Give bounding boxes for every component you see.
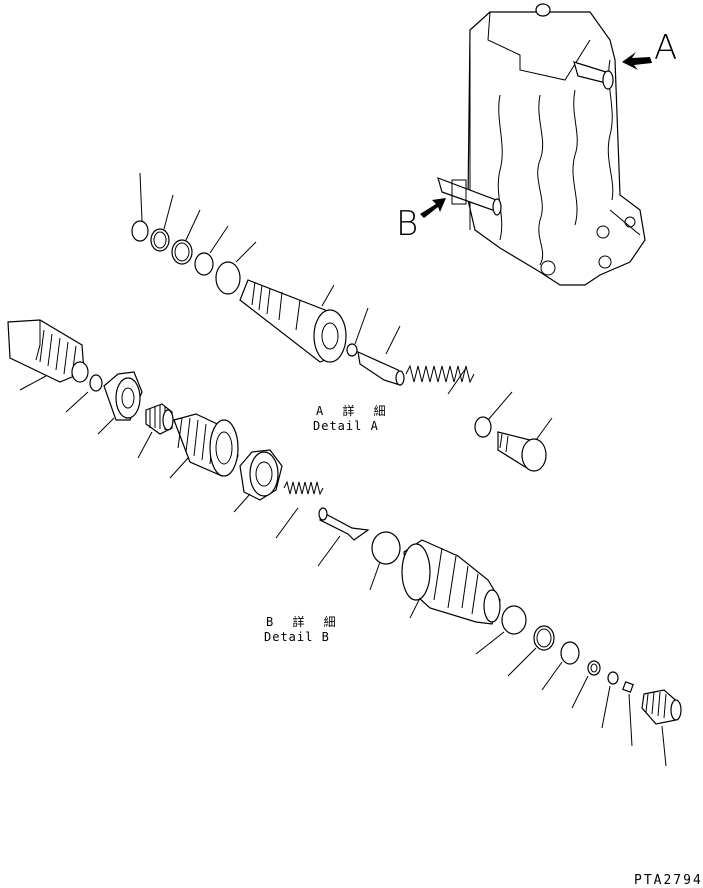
o-ring-b5 — [560, 641, 580, 665]
o-ring-b3 — [501, 605, 527, 635]
backup-ring-b6 — [587, 660, 601, 676]
o-ring-a6 — [346, 343, 358, 357]
callout-a: A — [654, 28, 678, 68]
valve-body-b — [7, 319, 89, 383]
o-ring-b7 — [607, 671, 619, 685]
o-ring-a7 — [474, 416, 492, 438]
detail-a-japanese-label: A 詳 細 — [316, 404, 392, 418]
plug-b — [641, 689, 682, 725]
detail-a-english-label: Detail A — [313, 419, 379, 433]
spool-b — [173, 413, 239, 477]
o-ring-a4 — [194, 252, 214, 276]
detail-b-english-label: Detail B — [264, 630, 330, 644]
detail-b-japanese-label: B 詳 細 — [266, 615, 342, 629]
o-ring-a1 — [131, 220, 149, 242]
o-ring-a5 — [215, 261, 241, 295]
arrow-to-port-a — [622, 52, 652, 70]
leader-lines — [19, 172, 667, 767]
plug-a — [497, 431, 547, 472]
o-ring-b1 — [89, 374, 103, 392]
arrow-to-port-b — [420, 198, 446, 218]
needle-b — [318, 507, 370, 541]
spring-a — [405, 364, 475, 384]
seat-b — [145, 403, 174, 435]
valve-sleeve-a — [239, 279, 347, 363]
nut-b1 — [103, 371, 143, 421]
detail-b-parts — [7, 319, 682, 725]
nut-b2 — [239, 449, 283, 501]
detail-a-parts — [131, 220, 547, 472]
o-ring-b2 — [371, 531, 401, 565]
spring-b — [283, 480, 324, 496]
valve-body-assembly — [437, 3, 646, 286]
poppet-a — [357, 350, 405, 386]
sleeve-b — [401, 539, 501, 625]
callout-b: B — [396, 204, 419, 244]
pin-b8 — [622, 681, 634, 693]
drawing-reference-number: PTA2794 — [634, 873, 703, 888]
